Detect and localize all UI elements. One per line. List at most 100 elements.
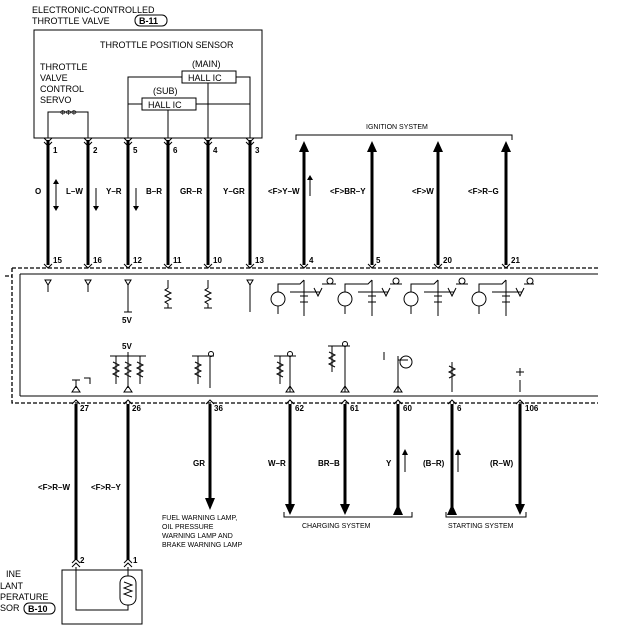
header-title-line2: THROTTLE VALVE (32, 16, 110, 26)
ecu-pin-13: 13 (255, 256, 264, 265)
ecu-pin-60: 60 (403, 404, 412, 413)
pin-top-1: 1 (53, 146, 58, 155)
wire-color-ign-3: <F>W (412, 187, 434, 196)
wire-color-ign-2: <F>BR–Y (330, 187, 366, 196)
wire-color-br-b: BR–B (318, 459, 340, 468)
sensor-pin-1: 1 (133, 556, 138, 565)
ecu-5v-low: 5V (122, 316, 132, 325)
wire-color-y-gr: Y–GR (223, 187, 245, 196)
ecu-lamp-driver (192, 355, 214, 388)
ecu-pin-6: 6 (457, 404, 462, 413)
direction-arrows-top (53, 175, 313, 211)
ecu-5v-mid: 5V (122, 342, 132, 351)
header: ELECTRONIC-CONTROLLED THROTTLE VALVE B-1… (32, 5, 168, 27)
igniter-driver-2 (337, 277, 402, 316)
ecu-charging-driver-3 (383, 352, 408, 392)
pin-top-6: 6 (173, 146, 178, 155)
fuel-warning-line4: BRAKE WARNING LAMP (162, 542, 243, 549)
wire-color-o: O (35, 187, 41, 196)
wire-color-w-r: W–R (268, 459, 286, 468)
ignition-bracket (295, 134, 513, 140)
ecu-fuse-16 (84, 279, 92, 293)
arrow-charging-1 (285, 504, 295, 515)
wire-color-b-r: B–R (146, 187, 162, 196)
wire-color-ign-1: <F>Y–W (268, 187, 300, 196)
wire-color-gr: GR (193, 459, 205, 468)
ecu-fuse-13 (246, 279, 254, 293)
connector-label-b10: B-10 (28, 604, 48, 614)
arrow-ign-1 (299, 141, 309, 152)
direction-arrows-bottom (402, 449, 461, 472)
ecu-resistor-10 (203, 280, 213, 309)
arrow-ign-3 (433, 141, 443, 152)
ecu-fuse-12 (124, 279, 132, 293)
pin-top-3: 3 (255, 146, 260, 155)
servo-label-2: VALVE (40, 73, 68, 83)
ecu-pin-62: 62 (295, 404, 304, 413)
throttle-valve-box: THROTTLE POSITION SENSOR THROTTLE VALVE … (33, 29, 263, 139)
igniter-driver-4 (471, 277, 534, 316)
ecu-pin-10: 10 (213, 256, 222, 265)
hall-ic-main-label: HALL IC (188, 73, 222, 83)
ecu-pin-61: 61 (350, 404, 359, 413)
thermistor-symbol (122, 567, 134, 598)
arrow-lamp (205, 498, 215, 510)
coolant-label-1: INE (6, 569, 21, 579)
ecu-resistor-11 (163, 280, 173, 309)
coolant-sensor-box (61, 569, 143, 625)
ecu-pin-16: 16 (93, 256, 102, 265)
ecu-charging-node-1 (287, 351, 293, 357)
ecu-left-bottom-edge (11, 268, 598, 404)
ecu-lamp-node (208, 351, 214, 357)
ecu-charging-node-2 (342, 341, 348, 347)
sub-label: (SUB) (153, 86, 178, 96)
wire-color-y-r: Y–R (106, 187, 122, 196)
arrow-ign-4 (501, 141, 511, 152)
sensor-pin-2: 2 (80, 556, 85, 565)
wire-color-y: Y (386, 459, 392, 468)
servo-motor-symbol: ΦΦΦ (60, 110, 77, 117)
connector-badge-b11 (134, 14, 168, 27)
ecu-starting-switch (516, 368, 524, 392)
arrow-charging-3 (393, 504, 403, 515)
ecu-pin-5: 5 (376, 256, 381, 265)
servo-motor-wire (47, 111, 89, 138)
wire-color-r-w-paren: (R–W) (490, 459, 513, 468)
ecu-transistor-60 (399, 355, 413, 369)
main-ground-line (236, 76, 251, 138)
ecu-pin-26: 26 (132, 404, 141, 413)
ecu-pin-20: 20 (443, 256, 452, 265)
servo-label-4: SERVO (40, 95, 71, 105)
hall-ic-sub-label: HALL IC (148, 100, 182, 110)
coolant-label-4: SOR (0, 603, 20, 613)
bottom-connector-chevrons (71, 399, 525, 405)
connector-badge-b10 (23, 602, 56, 615)
thermistor-body (119, 575, 137, 606)
coolant-sensor-wire (75, 567, 129, 611)
ecu-pin-36: 36 (214, 404, 223, 413)
wire-color-l-w: L–W (66, 187, 83, 196)
charging-bracket (283, 512, 413, 518)
top-connector-chevrons (43, 137, 511, 269)
arrow-starting-2 (515, 504, 525, 515)
coolant-label-3: PERATURE (0, 592, 48, 602)
ecu-pin-11: 11 (173, 256, 182, 265)
pin-top-5: 5 (133, 146, 138, 155)
starting-bracket (445, 512, 527, 518)
ecu-pin-21: 21 (511, 256, 520, 265)
bottom-harness: <F>R–W <F>R–Y GR W–R BR–B Y (B–R) (R–W) … (0, 399, 527, 625)
coolant-label-2: LANT (0, 581, 24, 591)
ignition-drivers (270, 277, 534, 316)
ecu-pin-106: 106 (525, 404, 539, 413)
top-harness: 1 2 5 6 4 3 O L–W Y–R B–R GR–R Y–GR IGNI… (35, 124, 520, 269)
coolant-temperature-sensor: 2 1 INE LANT PERATURE SOR B-10 (0, 556, 143, 625)
ecu-starting-driver (447, 362, 457, 392)
igniter-driver-3 (403, 277, 468, 316)
pin-top-4: 4 (213, 146, 218, 155)
main-label: (MAIN) (192, 59, 221, 69)
fuel-warning-line3: WARNING LAMP AND (162, 533, 233, 540)
wire-color-gr-r: GR–R (180, 187, 202, 196)
ecu-coolant-divider (110, 352, 146, 388)
throttle-sensor-title: THROTTLE POSITION SENSOR (100, 40, 234, 50)
